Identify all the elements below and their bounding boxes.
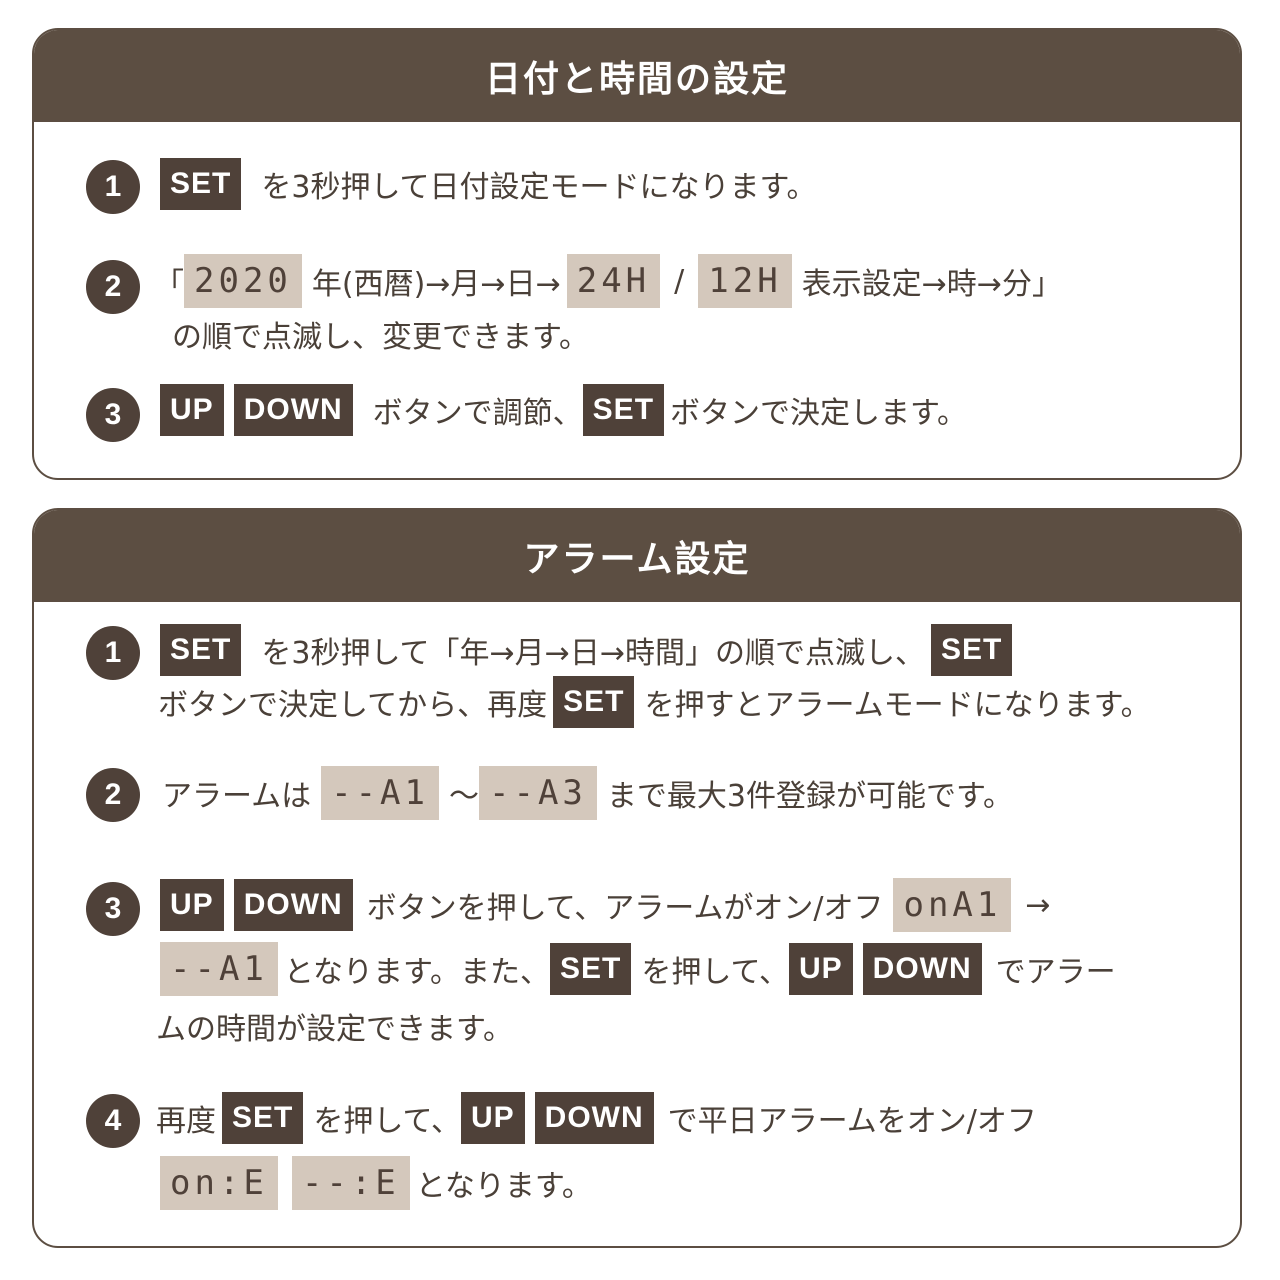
step-number-badge: 4 <box>86 1094 140 1148</box>
section-title: 日付と時間の設定 <box>34 30 1240 122</box>
set-button-label: SET <box>550 943 632 995</box>
step-text: ボタンで調節、 <box>372 396 583 431</box>
set-button-label: SET <box>553 676 635 728</box>
step-1-line: SET を3秒押して日付設定モードになります。 <box>160 158 817 210</box>
alarm-settings-card: アラーム設定 1 SET を3秒押して「年→月→日→時間」の順で点滅し、 SET… <box>32 508 1242 1248</box>
down-button-label: DOWN <box>862 943 982 995</box>
step-text: ボタンを押して、アラームがオン/オフ <box>366 891 884 926</box>
step-text: となります。 <box>415 1169 592 1204</box>
lcd-year-display: 2020 <box>184 254 302 308</box>
step-3-line: UP DOWN ボタンで調節、 SET ボタンで決定します。 <box>160 384 967 436</box>
step-text: ボタンで決定してから、再度 <box>158 688 548 723</box>
step-text: 年(西暦)→月→日→ <box>311 267 561 302</box>
set-button-label: SET <box>582 384 665 436</box>
set-button-label: SET <box>222 1092 304 1144</box>
tilde-separator: ～ <box>449 779 479 814</box>
step-4-line-2: on:E --:E となります。 <box>160 1156 592 1210</box>
lcd-alarm3-display: --A3 <box>479 766 597 820</box>
step-text: を3秒押して「年→月→日→時間」の順で点滅し、 <box>261 636 925 671</box>
up-button-label: UP <box>460 1092 525 1144</box>
set-button-label: SET <box>930 624 1013 676</box>
step-3-line-3: ムの時間が設定できます。 <box>156 1004 513 1048</box>
step-text: を押して、 <box>641 955 789 990</box>
step-text: 表示設定→時→分」 <box>801 267 1062 302</box>
lcd-24h-display: 24H <box>566 254 661 308</box>
up-button-label: UP <box>788 943 853 995</box>
step-2-line: アラームは --A1 ～ --A3 まで最大3件登録が可能です。 <box>162 766 1013 820</box>
step-number-badge: 2 <box>86 768 140 822</box>
down-button-label: DOWN <box>233 879 353 931</box>
lcd-alarm-on-display: onA1 <box>893 878 1012 932</box>
step-2-line-2: の順で点滅し、変更できます。 <box>172 312 589 356</box>
step-number-badge: 1 <box>86 160 140 214</box>
step-4-line: 再度 SET を押して、 UP DOWN で平日アラームをオン/オフ <box>156 1092 1037 1144</box>
down-button-label: DOWN <box>233 384 353 436</box>
arrow: → <box>1025 887 1051 923</box>
step-text: を押すとアラームモードになります。 <box>644 688 1151 723</box>
date-time-settings-card: 日付と時間の設定 1 SET を3秒押して日付設定モードになります。 2 「 2… <box>32 28 1242 480</box>
step-text: を押して、 <box>313 1104 461 1139</box>
step-number-badge: 1 <box>86 626 140 680</box>
lcd-weekday-on-display: on:E <box>160 1156 278 1210</box>
up-button-label: UP <box>160 384 224 436</box>
step-text: となります。また、 <box>283 955 550 990</box>
lcd-12h-display: 12H <box>698 254 792 308</box>
step-number-badge: 2 <box>86 260 140 314</box>
section-title: アラーム設定 <box>34 510 1240 602</box>
step-text: を3秒押して日付設定モードになります。 <box>261 170 817 205</box>
up-button-label: UP <box>160 879 224 931</box>
set-button-label: SET <box>160 158 242 210</box>
down-button-label: DOWN <box>534 1092 654 1144</box>
step-number-badge: 3 <box>86 882 140 936</box>
step-text: の順で点滅し、変更できます。 <box>172 320 589 355</box>
step-text: ムの時間が設定できます。 <box>156 1012 513 1047</box>
open-bracket: 「 <box>154 267 184 302</box>
step-3-line-2: --A1 となります。また、 SET を押して、 UP DOWN でアラー <box>160 942 1116 996</box>
step-text: アラームは <box>162 779 312 814</box>
step-text: 再度 <box>156 1104 216 1139</box>
lcd-alarm1-display: --A1 <box>321 766 439 820</box>
lcd-weekday-off-display: --:E <box>291 1156 410 1210</box>
step-text: ボタンで決定します。 <box>670 396 968 431</box>
step-number-badge: 3 <box>86 388 140 442</box>
step-1-line: SET を3秒押して「年→月→日→時間」の順で点滅し、 SET <box>160 624 1013 676</box>
step-text: まで最大3件登録が可能です。 <box>606 779 1013 814</box>
step-1-line-2: ボタンで決定してから、再度 SET を押すとアラームモードになります。 <box>158 676 1151 728</box>
step-3-line: UP DOWN ボタンを押して、アラームがオン/オフ onA1 → <box>160 878 1051 932</box>
step-2-line: 「 2020 年(西暦)→月→日→ 24H / 12H 表示設定→時→分」 <box>154 254 1062 308</box>
set-button-label: SET <box>160 624 242 676</box>
slash-separator: / <box>674 263 685 299</box>
step-text: でアラー <box>995 955 1116 990</box>
step-text: で平日アラームをオン/オフ <box>667 1104 1037 1139</box>
lcd-alarm-off-display: --A1 <box>160 942 278 996</box>
